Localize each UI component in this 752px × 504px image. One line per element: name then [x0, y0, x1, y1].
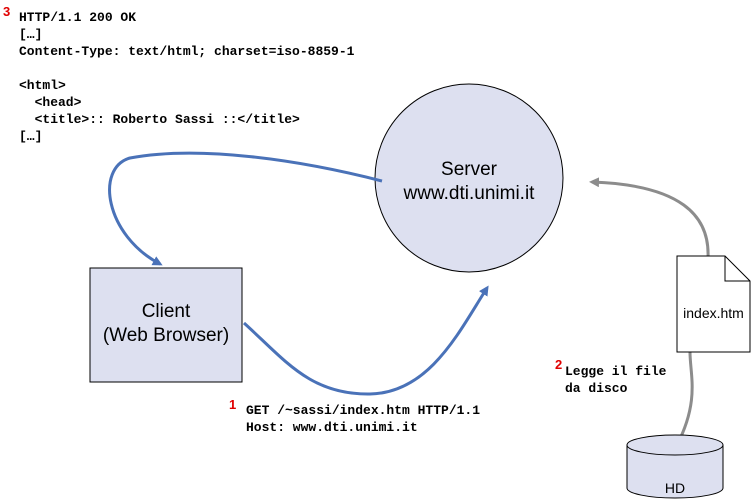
response-step-number: 3 — [3, 4, 11, 19]
disk-read-line: Legge il file — [565, 364, 667, 379]
file-label: index.htm — [683, 305, 744, 321]
disk-top — [626, 434, 724, 456]
request-arrow — [242, 285, 489, 396]
request-line: Host: www.dti.unimi.it — [246, 420, 418, 435]
server-name: Server — [441, 159, 497, 180]
client-label: Client (Web Browser) — [90, 300, 242, 348]
disk-node — [626, 445, 724, 499]
response-line: HTTP/1.1 200 OK — [19, 10, 137, 25]
response-text: HTTP/1.1 200 OK […] Content-Type: text/h… — [19, 9, 354, 145]
response-line: <head> — [19, 95, 82, 110]
response-line: <title>:: Roberto Sassi ::</title> — [19, 112, 300, 127]
file-node — [676, 255, 751, 353]
request-step-number: 1 — [229, 397, 237, 412]
server-host: www.dti.unimi.it — [403, 183, 535, 204]
request-line: GET /~sassi/index.htm HTTP/1.1 — [246, 403, 481, 418]
response-line — [19, 60, 354, 77]
response-line: Content-Type: text/html; charset=iso-885… — [19, 44, 355, 59]
client-name: Client — [141, 301, 191, 322]
disk-read-arrow — [675, 351, 694, 446]
response-line: <html> — [19, 78, 66, 93]
client-subtitle: (Web Browser) — [102, 325, 230, 346]
client-node — [89, 267, 243, 383]
response-line: […] — [19, 27, 43, 42]
disk-label: HD — [664, 480, 686, 496]
server-label: Server www.dti.unimi.it — [375, 158, 563, 206]
disk-read-step-number: 2 — [555, 357, 563, 372]
file-to-server-arrow — [589, 177, 710, 259]
response-line: […] — [19, 129, 43, 144]
file-fold — [724, 256, 750, 282]
response-arrow — [108, 151, 383, 266]
disk-read-line: da disco — [565, 381, 628, 396]
